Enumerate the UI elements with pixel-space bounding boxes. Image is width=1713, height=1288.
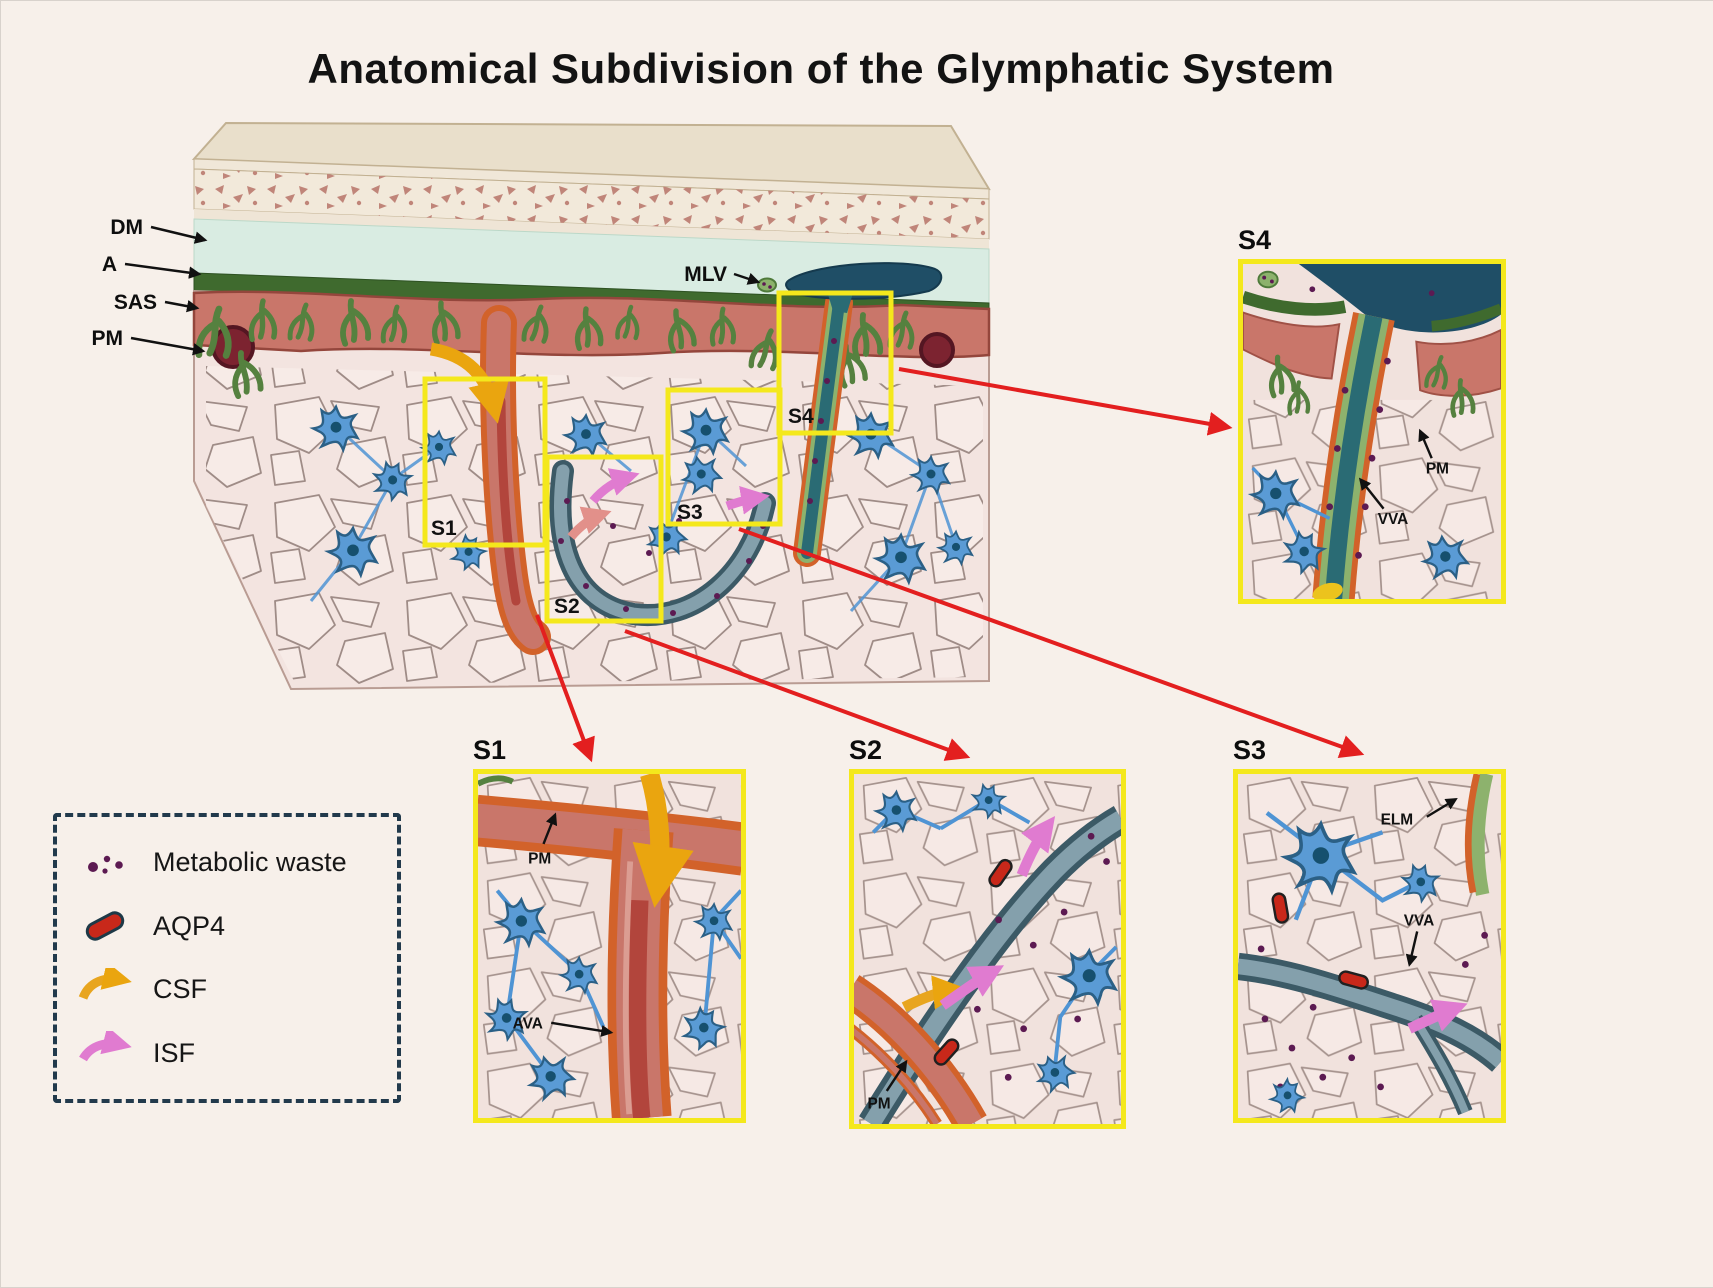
label-sas: SAS: [114, 291, 157, 314]
legend-label: Metabolic waste: [153, 847, 347, 878]
inset-s4-title: S4: [1238, 225, 1272, 255]
pointer-to-s4: [898, 367, 1233, 436]
s4-label-vva: VVA: [1378, 511, 1409, 528]
legend: Metabolic waste AQP4 CSF ISF: [53, 813, 401, 1103]
csf-arrow-s2: [901, 975, 967, 1013]
legend-item-aqp4: AQP4: [75, 904, 379, 948]
sinus-shape: [1298, 264, 1501, 333]
vva-vessel: [1324, 314, 1383, 599]
mlv-vessel-inset: [1257, 270, 1279, 289]
region-label-s1: S1: [431, 517, 457, 540]
isf-arrow: [589, 468, 640, 504]
s1-inset-diagram: PM AVA: [478, 774, 741, 1118]
s3-highlight-box: [665, 387, 783, 527]
isf-arrow-s3: [1407, 999, 1468, 1034]
pointer-to-s3: [738, 527, 1365, 759]
isf-arrow-icon: [79, 1031, 132, 1062]
s3-inset-diagram: ELM VVA: [1238, 774, 1501, 1118]
s2-highlight-box: [544, 454, 664, 624]
aqp4-icon: [85, 911, 125, 941]
inset-s2-title: S2: [849, 735, 883, 765]
legend-item-isf: ISF: [75, 1031, 379, 1075]
csf-arrow-icon: [78, 967, 132, 1000]
csf-arrow-s1: [632, 774, 694, 908]
s3-label-vva: VVA: [1404, 913, 1435, 930]
layer-annotation-arrows: [124, 225, 761, 356]
s4-highlight-box: [776, 290, 894, 436]
csf-inflow-arrow: [429, 342, 510, 424]
inset-s1: S1: [473, 733, 746, 1123]
region-label-s3: S3: [677, 501, 703, 524]
legend-item-metabolic-waste: Metabolic waste: [75, 841, 379, 885]
elm-membrane: [1464, 774, 1481, 894]
metabolic-waste-icon: [88, 855, 123, 874]
pointer-to-s2: [624, 629, 971, 761]
s2-inset-diagram: PM: [854, 774, 1121, 1124]
isf-arrow-3: [725, 486, 770, 515]
isf-arrow-s2b: [1016, 815, 1056, 878]
legend-item-csf: CSF: [75, 967, 379, 1012]
legend-label: ISF: [153, 1037, 196, 1068]
page-title: Anatomical Subdivision of the Glymphatic…: [307, 45, 1335, 92]
venous-sinus-vein: [757, 262, 943, 567]
label-mlv: MLV: [684, 263, 727, 286]
cortex-block: [193, 289, 990, 691]
region-label-s2: S2: [554, 595, 580, 618]
inset-s4: S4: [1238, 223, 1506, 604]
legend-label: AQP4: [153, 910, 226, 941]
artery-cross-section-right: [919, 332, 955, 368]
region-label-s4: S4: [788, 405, 814, 428]
inset-s3-title: S3: [1233, 735, 1267, 765]
skull-block: [191, 121, 991, 249]
inset-s1-title: S1: [473, 735, 507, 765]
s3-label-elm: ELM: [1381, 811, 1414, 828]
label-pm: PM: [92, 327, 124, 350]
isf-arrow-2: [567, 506, 612, 540]
inset-s2: S2: [849, 733, 1126, 1129]
s1-label-ava: AVA: [513, 1016, 543, 1033]
highlight-boxes: [422, 290, 894, 624]
penetrating-arteriole: [429, 305, 551, 655]
s4-label-pm: PM: [1426, 461, 1449, 478]
csf-blob: [1312, 582, 1343, 599]
legend-label: CSF: [153, 974, 207, 1005]
isf-arrow-s2a: [939, 965, 1004, 1010]
s4-inset-diagram: PM VVA: [1243, 264, 1501, 599]
label-a: A: [102, 253, 117, 276]
s1-label-pm: PM: [528, 850, 551, 867]
inset-s3: S3: [1233, 733, 1506, 1123]
mlv-vessel: [757, 277, 777, 293]
s2-label-pm: PM: [867, 1095, 890, 1112]
pointer-to-s1: [535, 614, 595, 763]
deep-vein: [549, 460, 776, 627]
label-dm: DM: [110, 216, 143, 239]
inset-pointer-arrows: [535, 367, 1365, 763]
astrocyte-network: [309, 405, 974, 613]
